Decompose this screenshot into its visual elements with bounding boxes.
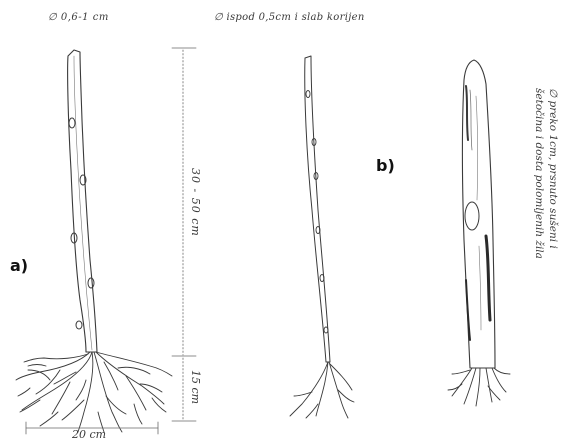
root-width-label: 20 cm: [72, 428, 106, 441]
seedling-a-roots: [16, 352, 172, 432]
seedling-a-bud: [76, 321, 82, 329]
seedling-a: [16, 50, 172, 432]
dimension-lines: [26, 48, 196, 434]
stem-height-label: 30 - 50 cm: [189, 168, 202, 237]
seedling-c-roots: [448, 368, 510, 406]
seedling-a-stem: [68, 50, 97, 352]
seedling-c: [448, 60, 510, 406]
seedling-b-stem: [305, 56, 330, 362]
root-depth-label: 15 cm: [189, 370, 202, 404]
seedling-b: [290, 56, 354, 418]
seedling-b-roots: [290, 362, 354, 418]
